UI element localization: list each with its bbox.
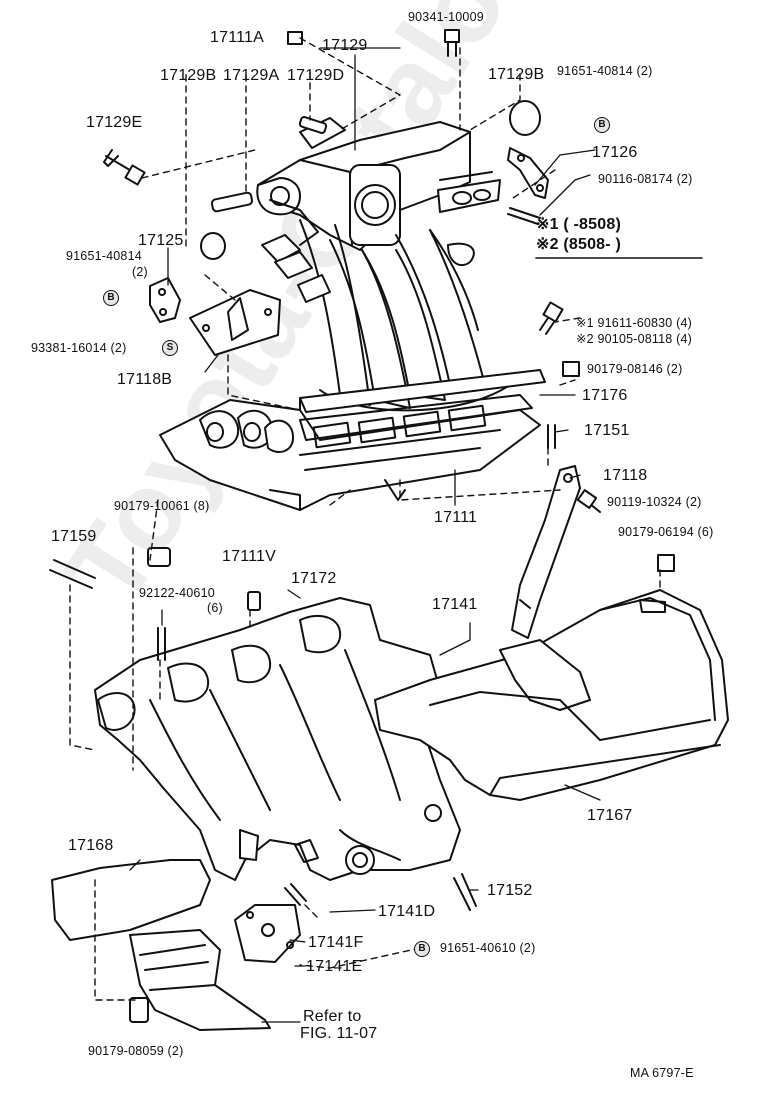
part-label-17167: 17167 — [587, 807, 633, 824]
code-b-marker: B — [103, 290, 119, 306]
part-label-90119-10324: 90119-10324 (2) — [607, 495, 702, 509]
part-label-90116-08174: 90116-08174 (2) — [598, 172, 693, 186]
part-label-17129D: 17129D — [287, 67, 345, 84]
part-label-90179-10061: 90179-10061 (8) — [114, 499, 210, 513]
note-2: ※2 (8508- ) — [536, 236, 621, 253]
part-label-17118: 17118 — [603, 467, 648, 484]
part-label-91651-40814-left: 91651-40814 — [66, 249, 142, 263]
gasket-17176 — [299, 369, 546, 413]
part-label-17141D: 17141D — [378, 903, 436, 920]
part-label-92122-40610: 92122-40610 — [139, 586, 215, 600]
stay-17118 — [511, 465, 581, 639]
code-s-marker: S — [162, 340, 178, 356]
part-label-17168: 17168 — [68, 837, 114, 854]
part-label-17125: 17125 — [138, 232, 184, 249]
part-label-17129E: 17129E — [86, 114, 143, 131]
part-label-17129B-left: 17129B — [160, 67, 217, 84]
part-label-90105-08118: ※2 90105-08118 (4) — [576, 332, 693, 346]
part-label-90179-08146: 90179-08146 (2) — [587, 362, 683, 376]
part-label-17111: 17111 — [434, 509, 478, 526]
part-label-17172: 17172 — [291, 570, 337, 587]
part-label-90179-06194: 90179-06194 (6) — [618, 525, 714, 539]
assembly-lines — [69, 37, 661, 1001]
part-label-17152: 17152 — [487, 882, 533, 899]
part-label-17176: 17176 — [582, 387, 628, 404]
code-b-marker: B — [414, 941, 430, 957]
heat-insulator-17167 — [374, 589, 729, 801]
part-label-91651-40814-left-qty: (2) — [132, 265, 148, 279]
part-label-90179-08059: 90179-08059 (2) — [88, 1044, 184, 1058]
exhaust-manifold — [94, 597, 461, 881]
part-label-17126: 17126 — [592, 144, 638, 161]
lower-intake-manifold — [159, 394, 541, 511]
reference-line-2: FIG. 11-07 — [300, 1025, 378, 1042]
drawing-code: MA 6797-E — [630, 1066, 694, 1080]
part-label-17141: 17141 — [432, 596, 478, 613]
part-label-17129A: 17129A — [223, 67, 280, 84]
part-label-17118B: 17118B — [117, 371, 173, 388]
part-label-17111V: 17111V — [222, 548, 276, 565]
upper-intake-manifold — [256, 117, 511, 412]
part-label-92122-40610-qty: (6) — [207, 601, 223, 615]
part-label-17141E: 17141E — [306, 958, 363, 975]
lower-heat-shield — [51, 859, 301, 1031]
part-label-17129: 17129 — [322, 37, 368, 54]
fasteners — [49, 29, 675, 1023]
part-label-17129B-right: 17129B — [488, 66, 545, 83]
part-label-91651-40610: 91651-40610 (2) — [440, 941, 536, 955]
code-b-marker: B — [594, 117, 610, 133]
small-brackets — [149, 100, 549, 356]
part-label-90341-10009: 90341-10009 — [408, 10, 484, 24]
part-label-17159: 17159 — [51, 528, 97, 545]
part-label-17151: 17151 — [584, 422, 630, 439]
note-1: ※1 ( -8508) — [536, 216, 621, 233]
part-label-93381-16014: 93381-16014 (2) — [31, 341, 127, 355]
part-label-91651-40814-right: 91651-40814 (2) — [557, 64, 653, 78]
leader-lines — [129, 47, 601, 1023]
part-label-17111A: 17111A — [210, 29, 264, 46]
part-label-17141F: 17141F — [308, 934, 364, 951]
reference-line-1: Refer to — [303, 1008, 362, 1025]
part-label-91611-60830: ※1 91611-60830 (4) — [576, 316, 693, 330]
